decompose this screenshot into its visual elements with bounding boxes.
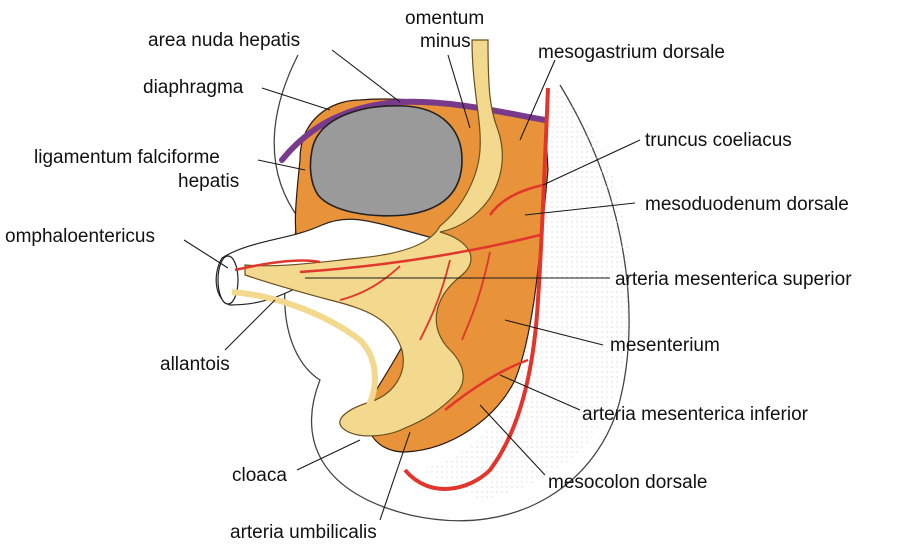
leader-allantois bbox=[224, 299, 276, 351]
aorta bbox=[403, 87, 550, 491]
leader-diaphragma bbox=[261, 87, 331, 111]
leader-area-nuda bbox=[331, 49, 401, 103]
leader-mesoduodenum bbox=[524, 202, 636, 216]
label-omentum-minus-2: minus bbox=[420, 31, 471, 52]
label-art-umbilicalis: arteria umbilicalis bbox=[230, 522, 377, 543]
art-mes-sup-branch-1 bbox=[419, 259, 451, 341]
leader-mesenterium bbox=[504, 319, 604, 346]
leader-cloaca bbox=[296, 439, 361, 471]
leader-art-mes-inf bbox=[499, 374, 581, 411]
art-umbilicalis-vessel bbox=[234, 259, 321, 272]
art-mes-sup-branch-2 bbox=[339, 265, 401, 301]
label-area-nuda-hepatis: area nuda hepatis bbox=[148, 30, 300, 51]
leader-lig-falciforme bbox=[257, 159, 306, 171]
label-mesocolon-dorsale: mesocolon dorsale bbox=[548, 472, 707, 493]
truncus-coeliacus-vessel bbox=[488, 183, 544, 216]
label-cloaca: cloaca bbox=[232, 465, 287, 486]
label-omphaloentericus: omphaloentericus bbox=[5, 226, 155, 247]
label-mesogastrium-dorsale: mesogastrium dorsale bbox=[538, 42, 725, 63]
diaphragm bbox=[279, 98, 548, 163]
leader-art-umbilicalis bbox=[379, 431, 411, 521]
dorsal-body-wall bbox=[420, 85, 631, 500]
label-mesoduodenum-dorsale: mesoduodenum dorsale bbox=[645, 194, 849, 215]
label-art-mes-superior: arteria mesenterica superior bbox=[615, 269, 852, 290]
leader-mesogastrium bbox=[519, 59, 556, 141]
label-omentum-minus-1: omentum bbox=[405, 8, 484, 29]
leader-omentum bbox=[447, 54, 471, 129]
label-lig-falciforme-2: hepatis bbox=[178, 171, 239, 192]
label-truncus-coeliacus: truncus coeliacus bbox=[645, 130, 792, 151]
leader-truncus bbox=[542, 139, 641, 186]
art-mes-sup-vessel bbox=[299, 233, 541, 274]
label-lig-falciforme-1: ligamentum falciforme bbox=[34, 147, 220, 168]
gut-tube bbox=[244, 39, 503, 437]
allantois-duct bbox=[231, 289, 378, 422]
label-mesenterium: mesenterium bbox=[610, 335, 720, 356]
label-allantois: allantois bbox=[160, 354, 230, 375]
art-mes-sup-branch-3 bbox=[461, 251, 491, 341]
liver bbox=[309, 105, 463, 217]
art-mes-inf-vessel bbox=[444, 358, 529, 411]
leader-mesocolon bbox=[479, 404, 546, 476]
leader-omphalo bbox=[183, 239, 229, 269]
label-diaphragma: diaphragma bbox=[143, 77, 244, 98]
label-art-mes-inferior: arteria mesenterica inferior bbox=[582, 404, 809, 425]
